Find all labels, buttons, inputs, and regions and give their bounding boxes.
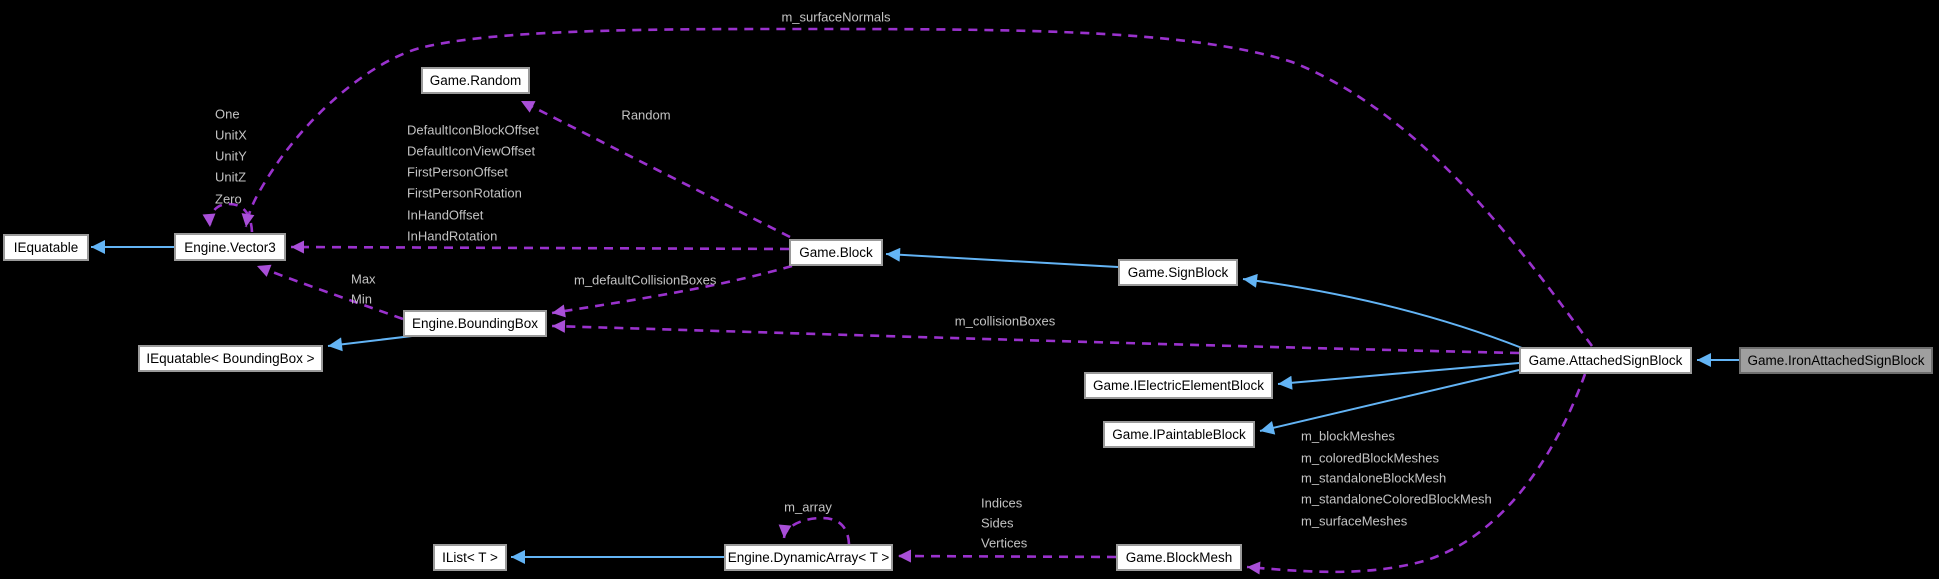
node-game-attachedsignblock[interactable]: Game.AttachedSignBlock: [1519, 347, 1692, 374]
edge-label: FirstPersonOffset: [407, 164, 508, 180]
edge-label: InHandRotation: [407, 228, 498, 244]
node-game-ielectricelementblock[interactable]: Game.IElectricElementBlock: [1084, 372, 1273, 399]
edge-label: Indices: [981, 495, 1023, 511]
edge-block-to-vector3: [290, 240, 790, 254]
edge-boundingbox-to-iequatable-boundingbox: [327, 335, 413, 352]
node-ilist-t[interactable]: IList< T >: [433, 544, 507, 571]
edge-label: m_collisionBoxes: [954, 313, 1056, 329]
node-game-block[interactable]: Game.Block: [789, 239, 883, 266]
edge-block-to-boundingbox: [551, 264, 793, 318]
edge-signblock-to-block: [885, 247, 1119, 268]
edge-label: DefaultIconBlockOffset: [407, 122, 539, 138]
edge-label: m_standaloneColoredBlockMesh: [1301, 491, 1492, 507]
edge-label: m_blockMeshes: [1301, 428, 1395, 444]
edge-label: DefaultIconViewOffset: [407, 143, 536, 159]
edge-attachedsignblock-to-signblock: [1242, 273, 1523, 349]
edge-label: One: [215, 106, 240, 122]
node-engine-boundingbox[interactable]: Engine.BoundingBox: [403, 310, 547, 337]
edge-attachedsignblock-to-boundingbox: [551, 319, 1520, 355]
edge-label: Random: [621, 107, 671, 123]
edge-label: Zero: [215, 191, 242, 207]
edge-label: InHandOffset: [407, 207, 484, 223]
edge-label: UnitX: [215, 127, 247, 143]
node-game-ironattachedsignblock: Game.IronAttachedSignBlock: [1739, 347, 1933, 374]
node-iequatable[interactable]: IEquatable: [3, 234, 89, 261]
edge-attachedsignblock-to-blockmesh: [1246, 373, 1587, 575]
edge-vector3-self-loop: [202, 202, 254, 233]
edge-label: m_standaloneBlockMesh: [1301, 470, 1447, 486]
edge-label: m_surfaceMeshes: [1301, 513, 1408, 529]
edge-label: Vertices: [981, 535, 1028, 551]
edge-attachedsignblock-to-ipaintableblock: [1259, 369, 1520, 435]
edge-label: m_defaultCollisionBoxes: [574, 272, 717, 288]
edge-label: Min: [351, 291, 372, 307]
node-game-random[interactable]: Game.Random: [421, 67, 530, 94]
edge-surfacenormals-attachedsignblock-to-vector3: [241, 27, 1594, 347]
node-iequatable-boundingbox[interactable]: IEquatable< BoundingBox >: [138, 345, 323, 372]
edge-label: m_surfaceNormals: [781, 9, 891, 25]
edge-label: m_array: [784, 499, 832, 515]
edge-label: UnitY: [215, 148, 247, 164]
edge-label: Sides: [981, 515, 1014, 531]
edge-boundingbox-to-vector3: [256, 264, 404, 321]
edge-label: FirstPersonRotation: [407, 185, 522, 201]
node-game-blockmesh[interactable]: Game.BlockMesh: [1116, 544, 1242, 571]
edge-block-to-random: [520, 99, 791, 239]
edge-dynamicarray-self-loop: [778, 516, 851, 545]
node-game-signblock[interactable]: Game.SignBlock: [1118, 259, 1238, 286]
edge-label: m_coloredBlockMeshes: [1301, 450, 1440, 466]
edge-label: Max: [351, 271, 376, 287]
edge-attachedsignblock-to-ielectricelementblock: [1277, 362, 1520, 390]
edge-blockmesh-to-dynamicarray: [897, 549, 1117, 563]
node-engine-dynamicarray-t[interactable]: Engine.DynamicArray< T >: [724, 544, 893, 571]
node-game-ipaintableblock[interactable]: Game.IPaintableBlock: [1103, 421, 1255, 448]
edge-label: UnitZ: [215, 169, 247, 185]
node-engine-vector3[interactable]: Engine.Vector3: [174, 233, 286, 261]
